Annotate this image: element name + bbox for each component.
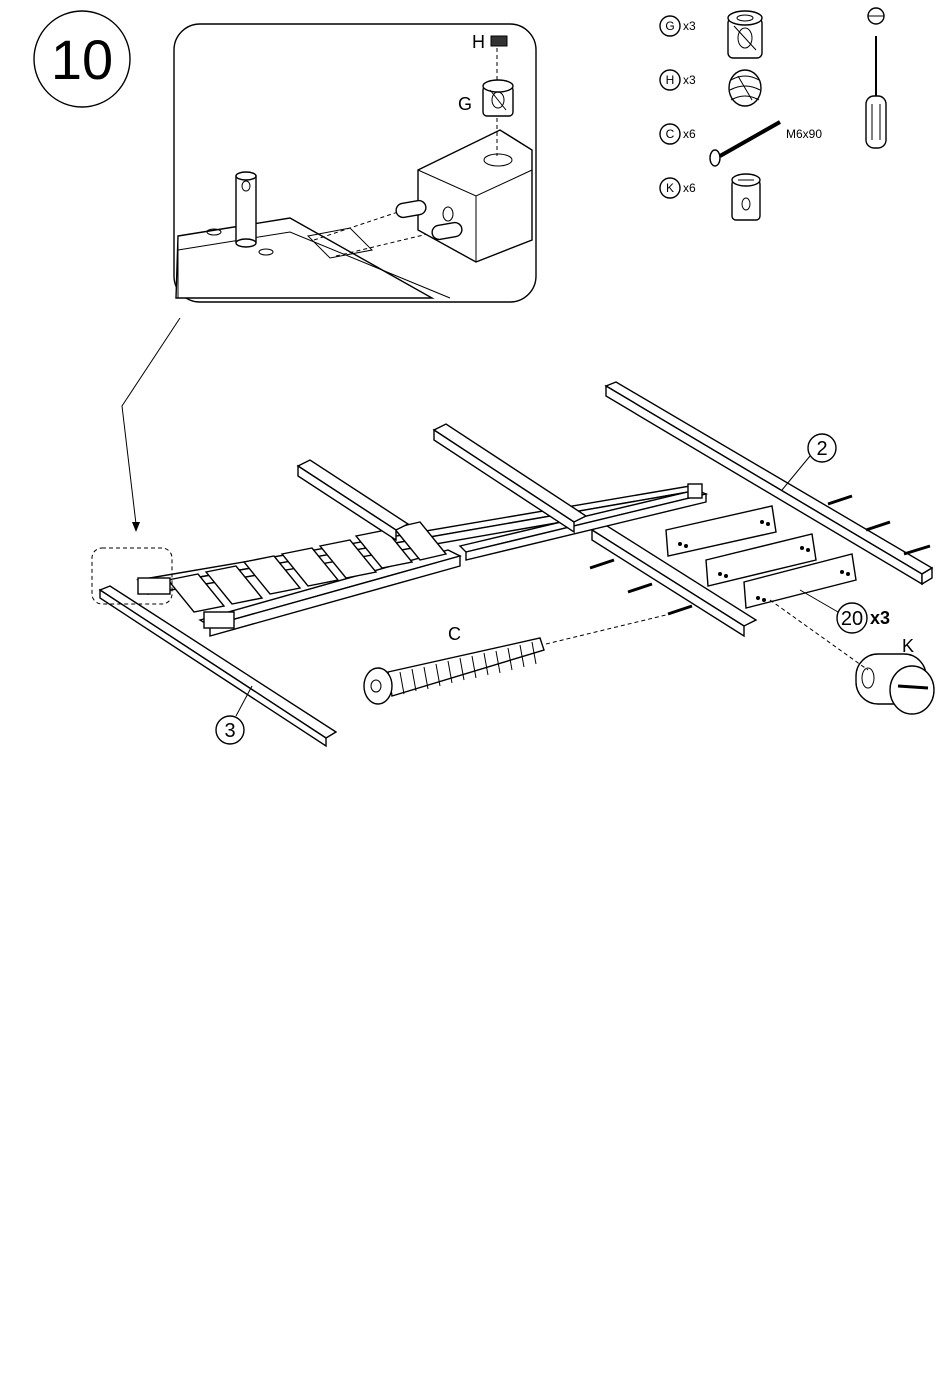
detail-label-g: G [458,94,472,114]
detail-label-h: H [472,32,485,52]
hardware-qty: x6 [683,127,696,141]
cam-lock-icon [483,80,513,116]
callout-leader-line [122,318,180,524]
hardware-row-g: G x3 [660,11,762,58]
hardware-row-h: H x3 [660,70,761,106]
barrel-nut-icon [732,174,760,220]
hardware-row-k: K x6 [660,174,760,220]
part-qty: x3 [870,608,890,628]
flathead-screwdriver-icon [866,8,886,148]
step-number: 10 [51,28,113,91]
hardware-letter: C [666,127,675,141]
bolt-label: C [448,624,461,644]
part-number: 20 [841,608,863,630]
hardware-row-c: C x6 M6x90 [660,122,822,166]
bolt-icon [710,122,780,166]
bolt-icon [364,638,544,704]
hardware-letter: K [666,181,674,195]
cam-insert-icon [491,36,507,46]
detail-callout: H G [174,24,536,302]
bolt-size-label: M6x90 [786,127,822,141]
cam-lock-icon [728,11,762,58]
hardware-letter: G [665,19,674,33]
hardware-qty: x3 [683,73,696,87]
main-assembly: 2 3 20 x3 C K [92,382,934,746]
step-number-badge: 10 [34,11,130,107]
hardware-list: G x3 H x3 C x6 [660,11,822,220]
barrel-nut-icon [856,654,934,714]
cam-insert-icon [729,70,761,106]
part-number: 3 [224,720,235,742]
part-label-2: 2 [782,434,836,490]
hardware-letter: H [666,73,675,87]
part-label-20: 20 x3 [800,590,890,633]
part-number: 2 [816,438,827,460]
hardware-qty: x6 [683,181,696,195]
barrel-nut-label: K [902,636,914,656]
hardware-qty: x3 [683,19,696,33]
